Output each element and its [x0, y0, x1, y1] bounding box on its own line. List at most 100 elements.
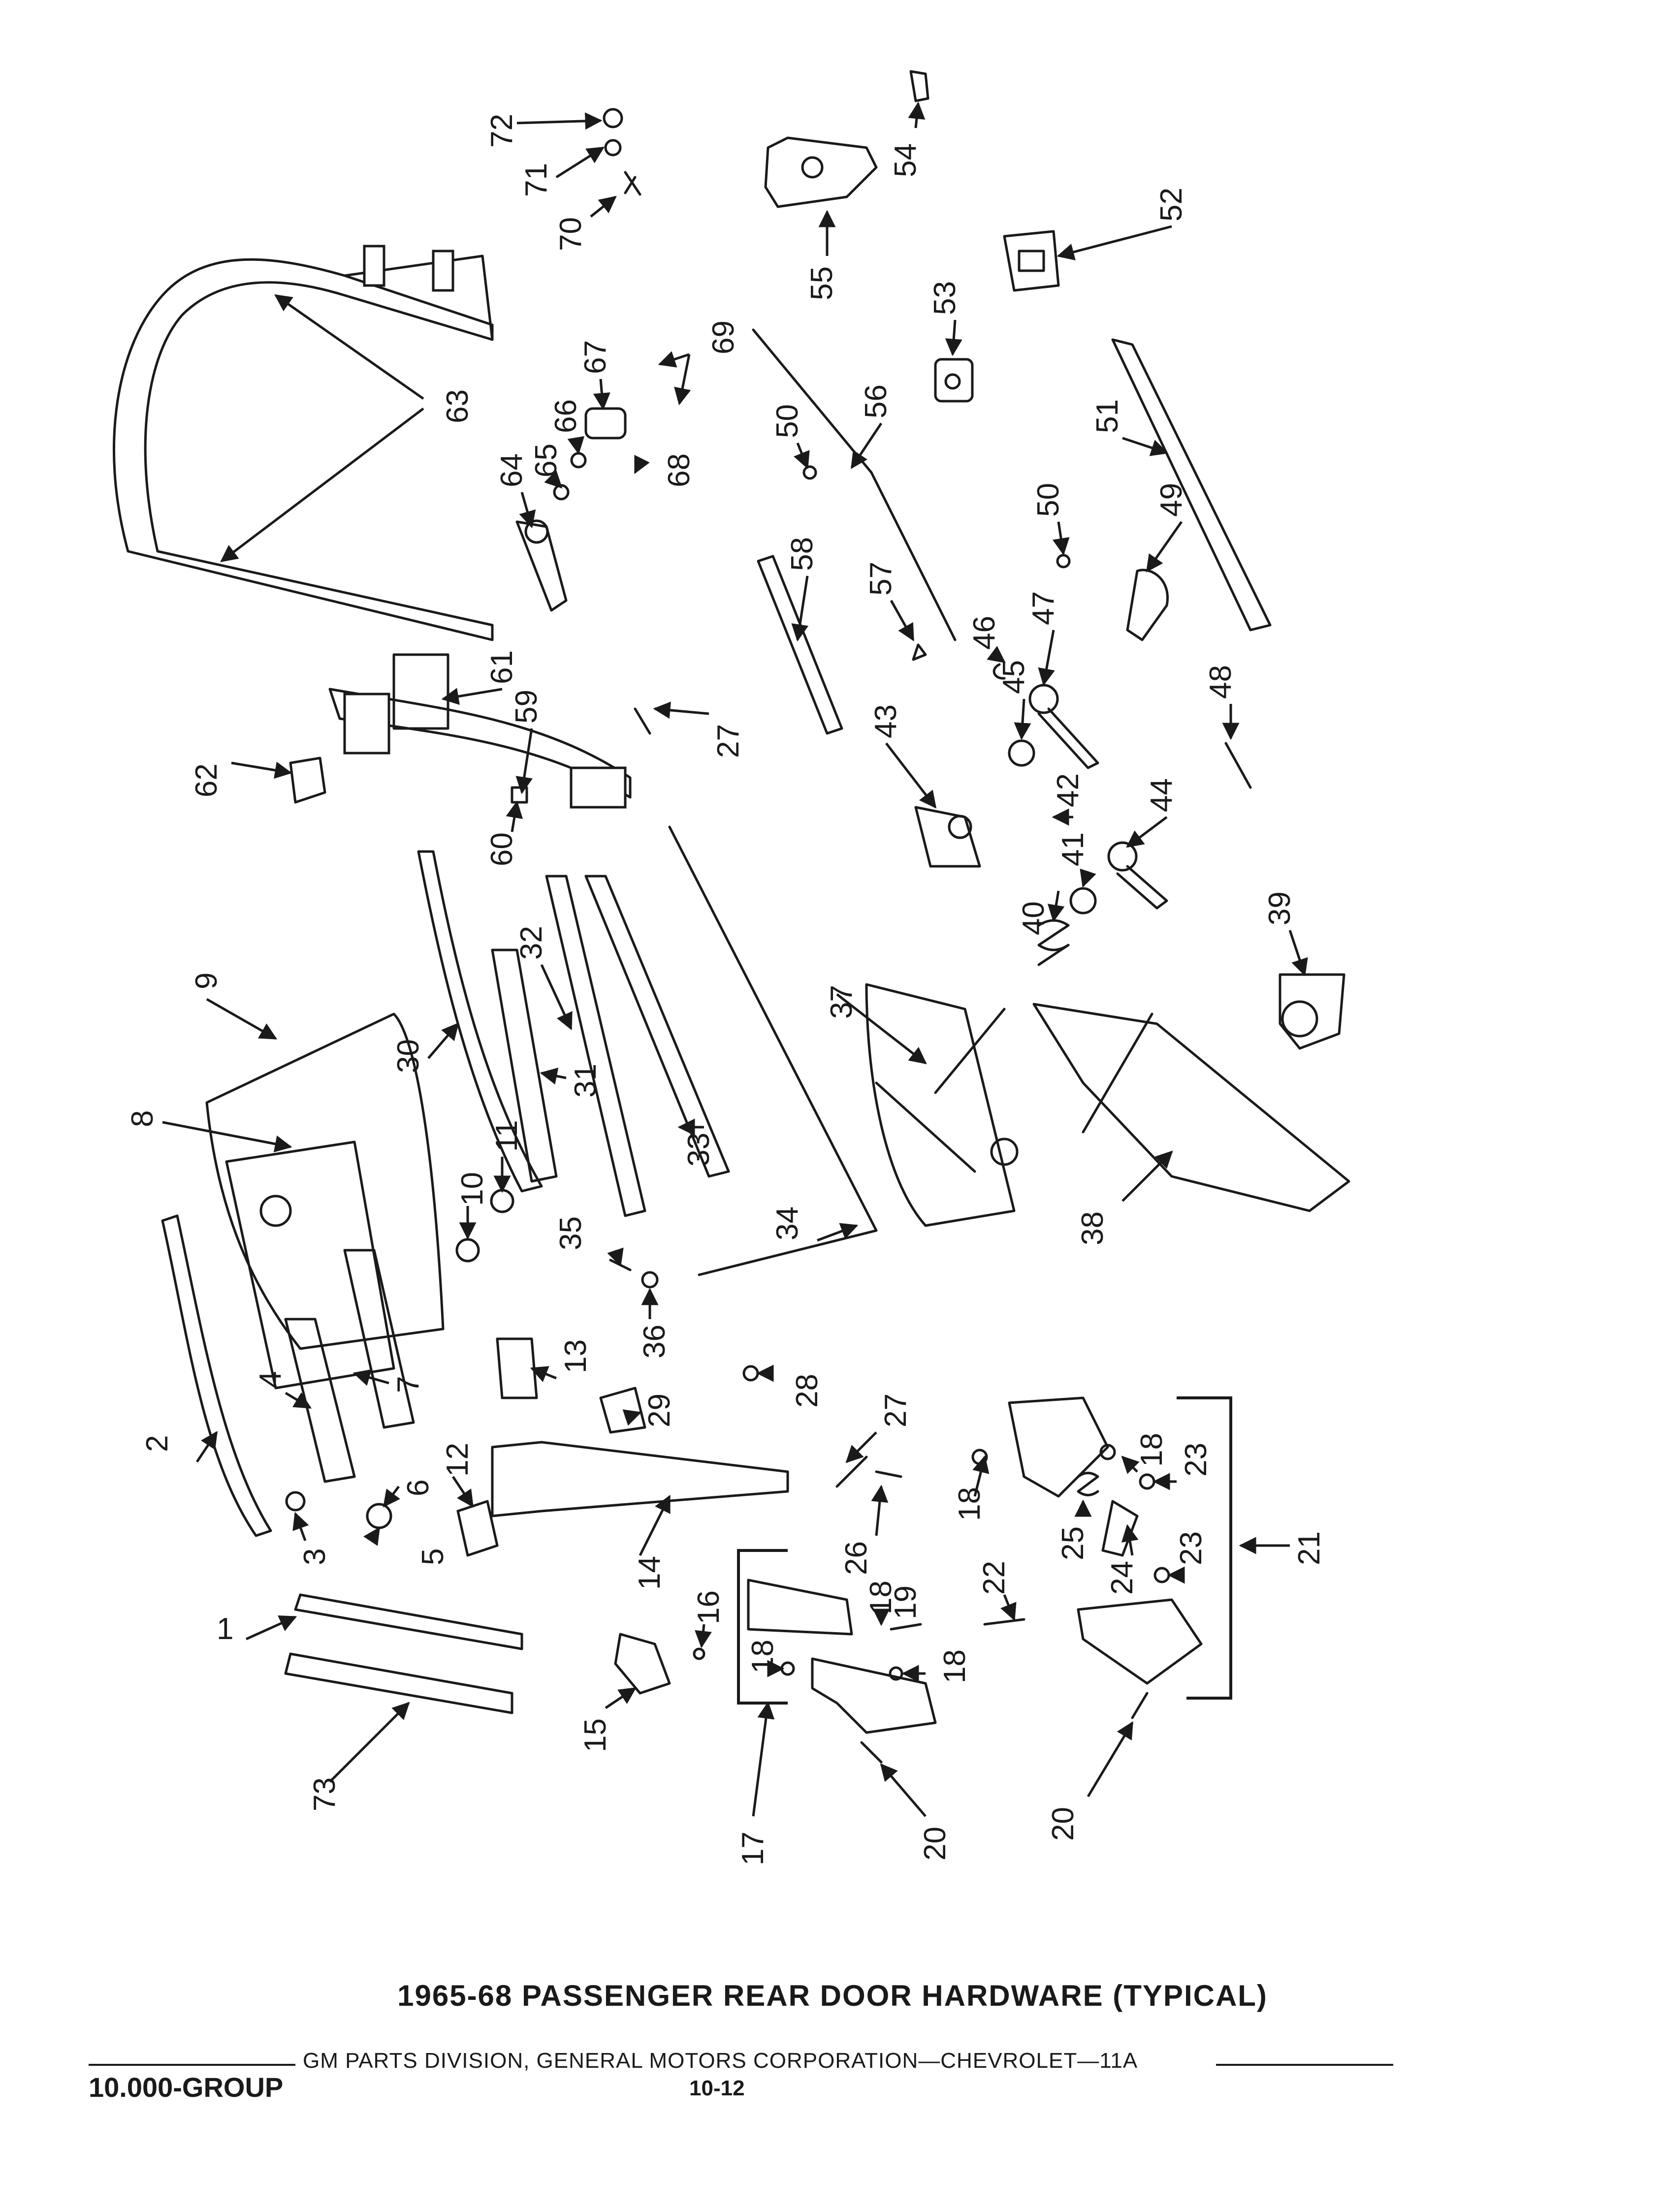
callout: 18: [864, 1580, 898, 1614]
callout: 57: [864, 562, 898, 596]
part-inside-handle-53: [934, 358, 974, 403]
callout: 24: [1105, 1561, 1139, 1595]
callout: 13: [559, 1339, 593, 1373]
callout: 61: [485, 650, 519, 684]
callout: 17: [736, 1832, 770, 1865]
callout: 32: [514, 926, 548, 960]
callout: 37: [825, 985, 859, 1019]
part-guide-59: [328, 688, 632, 809]
callout: 53: [928, 281, 962, 315]
callout: 43: [869, 704, 903, 738]
callout: 10: [455, 1172, 489, 1206]
part-regulator-8: [225, 1140, 395, 1390]
callout: 65: [529, 443, 563, 477]
callout: 58: [785, 537, 819, 571]
callout: 51: [1090, 399, 1124, 433]
part-channels-2-4-7: [161, 1214, 415, 1537]
callout: 35: [554, 1216, 588, 1250]
part-glass-run-frame-63: [112, 245, 494, 641]
callout: 11: [490, 1120, 524, 1152]
footer-rule: [1216, 2064, 1393, 2066]
part-glass-9: [205, 1012, 445, 1350]
part-bushing-45-41: [1008, 739, 1097, 915]
callout: 67: [578, 340, 612, 374]
callout: 12: [441, 1443, 475, 1477]
callout: 34: [770, 1206, 804, 1240]
part-lock-55: [764, 136, 878, 208]
part-bellcrank-52: [1003, 230, 1060, 292]
part-regulator-37: [865, 983, 1019, 1227]
part-run-channels-30-33: [417, 850, 730, 1217]
callout: 20: [1046, 1807, 1080, 1841]
callout: 39: [1263, 891, 1297, 925]
footer-page-number: 10-12: [689, 2076, 745, 2100]
callout: 28: [790, 1374, 824, 1408]
callout: 66: [549, 399, 583, 433]
callout: 3: [298, 1548, 332, 1565]
callout: 18: [746, 1640, 780, 1674]
part-window-handle-47: [1028, 684, 1099, 769]
part-clips-15-16: [614, 1633, 705, 1695]
part-vent-handle-64: [515, 519, 568, 612]
callout: 42: [1051, 773, 1085, 807]
part-lock-17: [747, 1579, 937, 1734]
part-escutcheon-67: [584, 407, 627, 440]
callout: 59: [510, 690, 544, 724]
part-clip-54: [909, 70, 929, 102]
part-sash-1-73: [284, 1593, 523, 1714]
callout: 19: [889, 1585, 923, 1619]
callout: 50: [1031, 483, 1065, 517]
callout: 70: [554, 217, 588, 251]
callout: 20: [918, 1827, 952, 1861]
callout: 23: [1179, 1443, 1213, 1477]
callout: 1: [217, 1612, 233, 1646]
callout: 8: [126, 1110, 160, 1127]
callout: 73: [308, 1777, 342, 1811]
callout: 21: [1292, 1531, 1326, 1565]
callout: 23: [1174, 1531, 1208, 1565]
callout: 7: [391, 1376, 425, 1393]
footer-rule: [89, 2064, 295, 2066]
callout: 27: [711, 724, 745, 758]
leader-lines: [162, 101, 1308, 1817]
callout: 16: [692, 1590, 726, 1624]
callout: 2: [140, 1435, 174, 1452]
part-guide-14: [491, 1441, 789, 1517]
callout: 27: [879, 1393, 913, 1427]
callout: 33: [682, 1133, 716, 1167]
callout: 22: [977, 1561, 1011, 1595]
callout: 50: [770, 404, 804, 438]
callout: 56: [859, 384, 893, 418]
callout: 49: [1154, 483, 1188, 517]
callout: 45: [997, 660, 1031, 694]
callout: 9: [190, 973, 224, 989]
callout: 18: [938, 1649, 972, 1683]
part-window-handle-44: [1107, 841, 1168, 910]
callout: 68: [662, 453, 696, 487]
part-handle-49: [1126, 569, 1169, 641]
callout: 26: [839, 1541, 873, 1575]
callout: 25: [1056, 1526, 1090, 1560]
callout: 47: [1026, 591, 1060, 625]
callout: 48: [1204, 665, 1238, 699]
bracket-21: [1177, 1396, 1232, 1700]
callout: 5: [416, 1548, 450, 1565]
part-pin-48: [1224, 742, 1252, 789]
callout: 60: [485, 832, 519, 866]
part-fasteners-70-72: [603, 108, 641, 196]
part-rod-34: [668, 825, 878, 1276]
part-bumpers-3-5-6: [285, 1491, 392, 1529]
part-channel-58: [757, 555, 843, 735]
part-screws-18-19-20-22: [780, 1618, 1149, 1764]
callout: 38: [1076, 1211, 1110, 1245]
part-lock-knob-43: [914, 806, 981, 868]
part-clip-57-46-50: [802, 465, 1071, 680]
part-strip-51: [1111, 338, 1272, 632]
callout: 29: [642, 1393, 676, 1427]
page-title: 1965-68 PASSENGER REAR DOOR HARDWARE (TY…: [397, 1979, 1268, 2012]
part-regulator-38: [1032, 1003, 1350, 1212]
callout: 72: [485, 114, 519, 148]
callout: 62: [190, 763, 224, 797]
callout: 64: [495, 453, 529, 487]
